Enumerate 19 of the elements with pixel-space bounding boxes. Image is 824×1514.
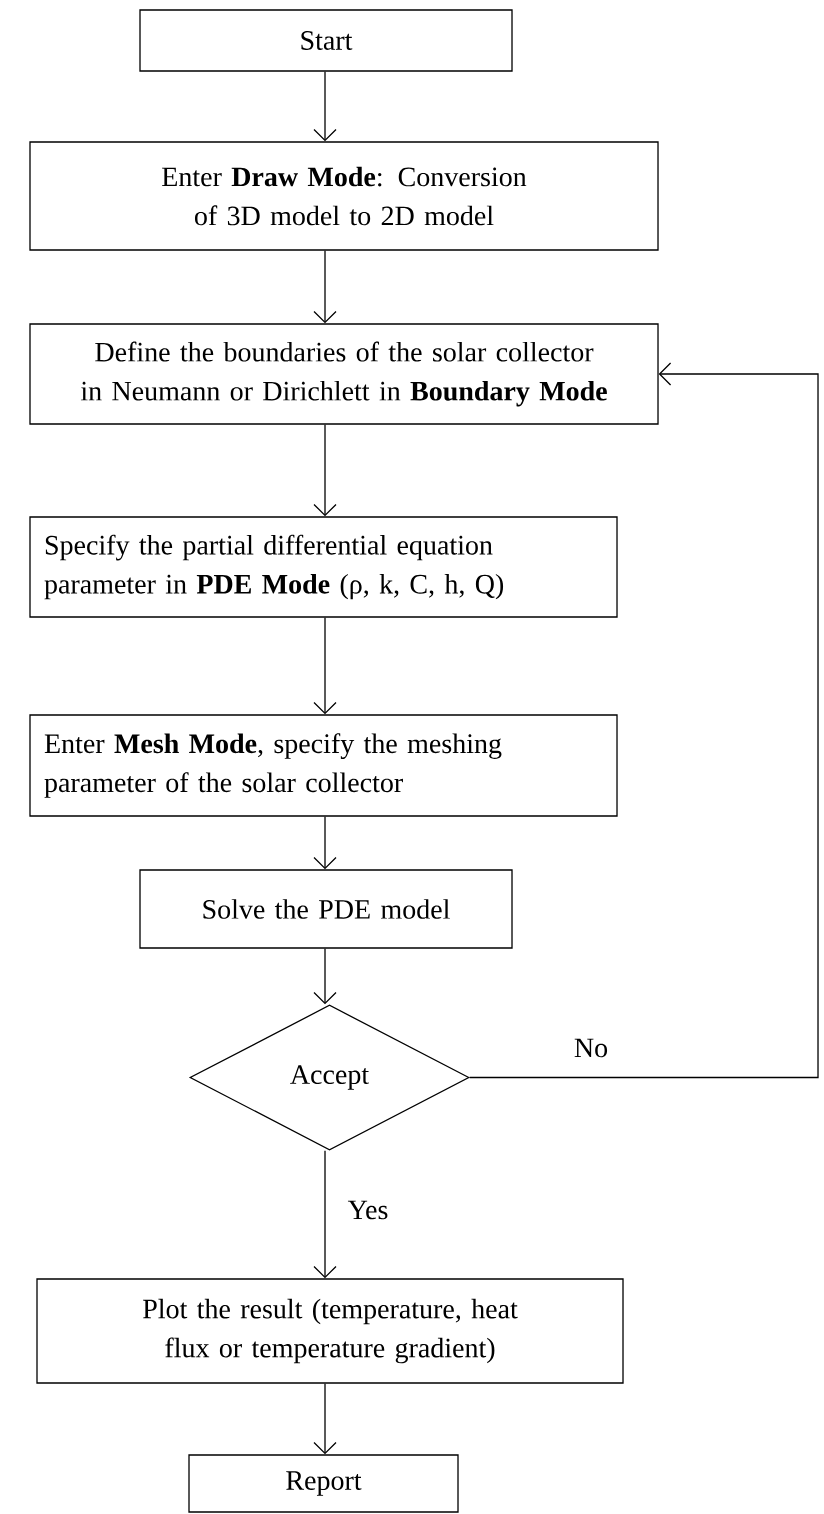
arrow	[313, 424, 337, 517]
edge-label: No	[571, 1036, 611, 1060]
arrow	[469, 362, 819, 1079]
arrow	[313, 948, 337, 1005]
arrow	[313, 250, 337, 324]
arrow	[313, 71, 337, 142]
process-box: Enter Mesh Mode, specify the meshing parameter of the solar collector	[29, 714, 618, 817]
process-box: Specify the partial differential equation parameter in PDE Mode (ρ, k, C, h, Q)	[29, 516, 618, 618]
arrow	[313, 1383, 337, 1455]
arrow	[313, 1150, 337, 1279]
process-box: Start	[139, 9, 513, 72]
process-box: Plot the result (temperature, heat flux or temperature gradient)	[36, 1278, 624, 1384]
process-box: Enter Draw Mode: Conversion of 3D model to 2D model	[29, 141, 659, 251]
process-box: Solve the PDE model	[139, 869, 513, 949]
arrow	[313, 816, 337, 870]
edge-label: Yes	[345, 1198, 391, 1222]
process-box: Report	[188, 1454, 459, 1513]
arrow	[313, 617, 337, 715]
process-box: Define the boundaries of the solar collector in Neumann or Dirichlett in Boundary Mode	[29, 323, 659, 425]
